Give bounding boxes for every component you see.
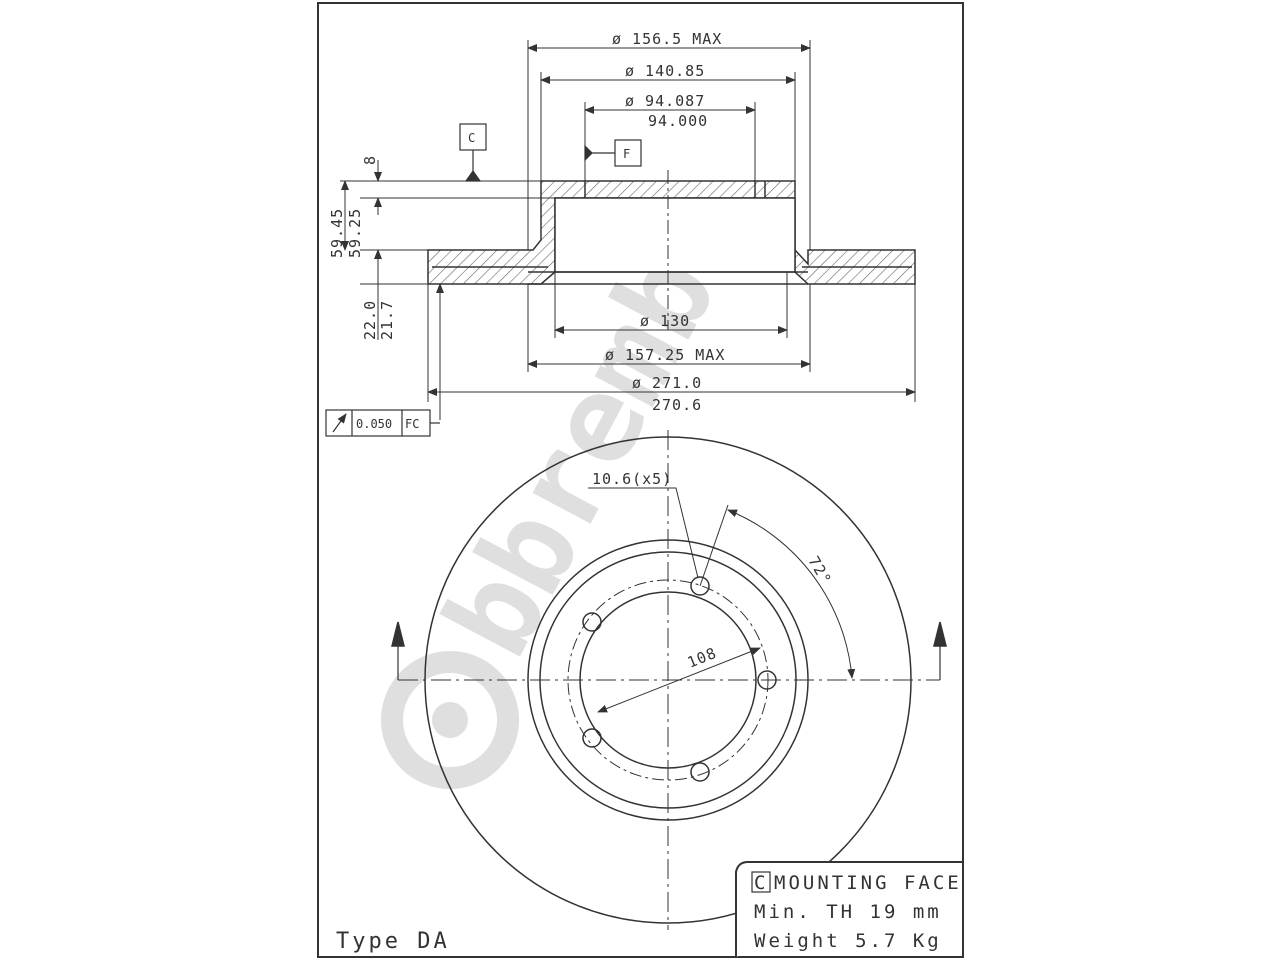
dim-94-000: 94.000 [648, 112, 708, 130]
dim-21-7: 21.7 [378, 300, 396, 340]
bolt-hole [690, 762, 710, 782]
drawing-frame [317, 2, 964, 958]
bolt-hole [582, 612, 602, 632]
dim-d94-087: ø 94.087 [625, 92, 705, 110]
bolt-hole [690, 576, 710, 596]
dim-59-25: 59.25 [346, 208, 364, 258]
mounting-face-marker-box [751, 871, 771, 893]
dim-22-0: 22.0 [361, 300, 379, 340]
dim-8: 8 [361, 155, 379, 165]
section-dimensions [340, 40, 916, 420]
datum-f-label: F [623, 147, 630, 161]
min-thickness: Min. TH 19 mm [754, 901, 942, 923]
dim-270-6: 270.6 [652, 396, 702, 414]
dim-d271: ø 271.0 [632, 374, 702, 392]
dim-d130: ø 130 [640, 312, 690, 330]
tolerance-value: 0.050 [356, 417, 392, 431]
section-view [427, 170, 916, 330]
mounting-face-label: MOUNTING FACE [774, 872, 962, 894]
runout-icon [332, 413, 347, 433]
dim-d140-85: ø 140.85 [625, 62, 705, 80]
type-label: Type DA [336, 929, 450, 954]
dim-59-45: 59.45 [328, 208, 346, 258]
mounting-face-marker: C [754, 872, 768, 894]
dim-d156-5: ø 156.5 MAX [612, 30, 722, 48]
bolt-hole [582, 728, 602, 748]
info-panel [735, 861, 962, 957]
datum-c-marker [459, 123, 487, 182]
datum-c-label: C [468, 131, 475, 145]
pcd-label: 108 [685, 644, 720, 672]
dim-d157-25: ø 157.25 MAX [605, 346, 725, 364]
runout-tolerance-frame [325, 409, 440, 437]
weight: Weight 5.7 Kg [754, 930, 942, 952]
hole-callout: 10.6(x5) [592, 470, 672, 488]
datum-f-marker [584, 139, 642, 167]
face-view [391, 430, 947, 930]
tolerance-datums: FC [405, 417, 419, 431]
